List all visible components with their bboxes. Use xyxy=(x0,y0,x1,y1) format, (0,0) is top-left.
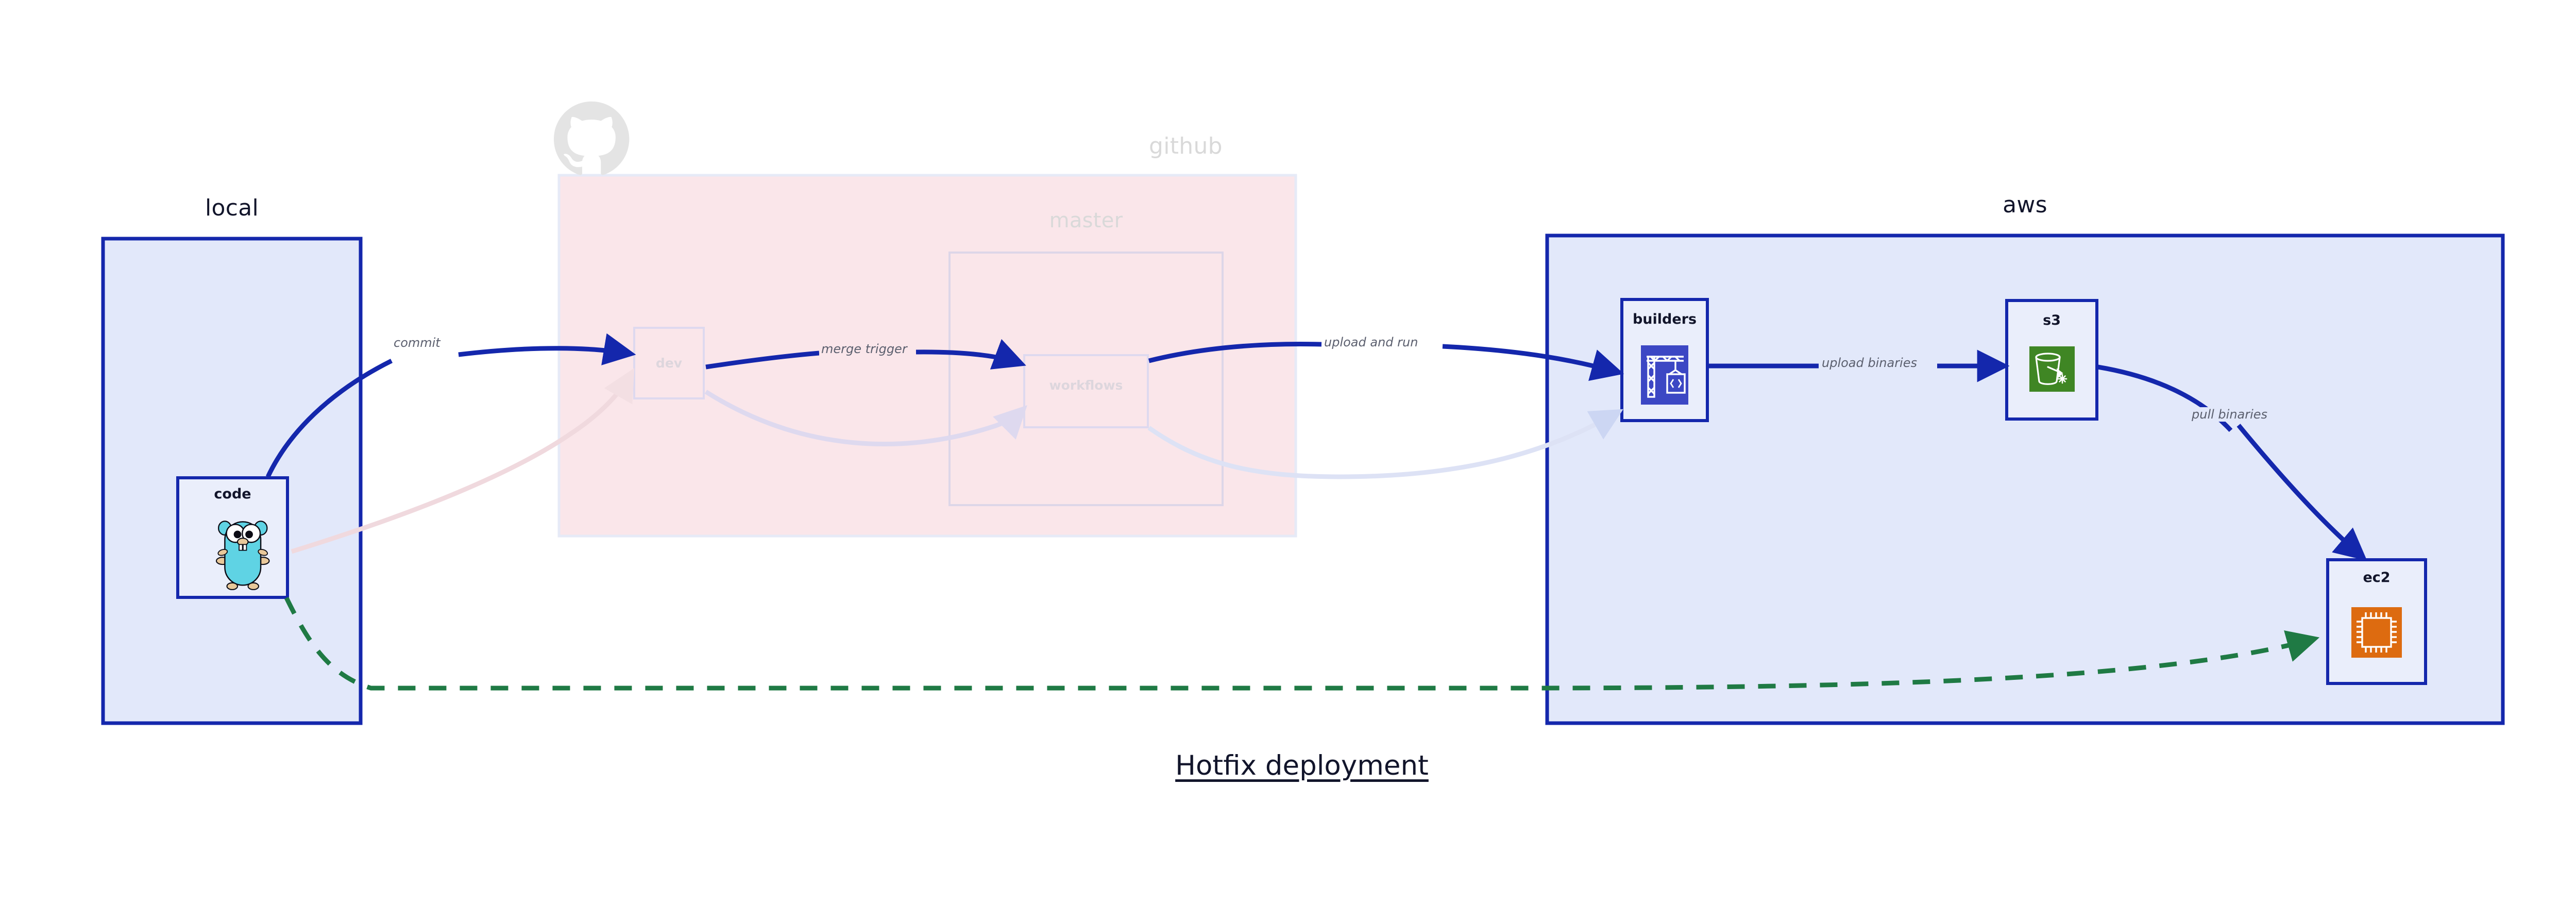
aws-ec2-cpu-icon xyxy=(2351,607,2402,658)
cluster-label-local: local xyxy=(205,195,259,221)
edge-upload-and-run-head xyxy=(1148,341,1322,363)
edge-ghost-code-dev xyxy=(291,368,635,554)
edge-ghost-workflows-builders xyxy=(1147,409,1623,479)
edge-upload-and-run-tail xyxy=(1442,344,1624,381)
edge-label-pull-binaries: pull binaries xyxy=(2190,407,2270,422)
node-box-workflows[interactable] xyxy=(1023,354,1149,428)
aws-builders-crane-icon xyxy=(1641,345,1688,405)
edge-commit-tail xyxy=(458,333,636,365)
edge-label-upload-binaries: upload binaries xyxy=(1820,356,1919,370)
cluster-label-github: github xyxy=(1149,133,1223,159)
aws-s3-bucket-icon xyxy=(2029,346,2075,392)
node-label-dev: dev xyxy=(655,356,683,371)
cluster-master xyxy=(948,252,1224,506)
node-label-builders: builders xyxy=(1632,311,1697,327)
github-octocat-icon xyxy=(554,101,630,175)
edge-pull-binaries-tail xyxy=(2236,424,2367,561)
go-gopher-icon xyxy=(215,521,270,590)
edge-merge-trigger-head xyxy=(705,350,820,370)
node-label-s3: s3 xyxy=(2043,312,2061,328)
edge-label-merge-trigger: merge trigger xyxy=(819,342,909,356)
node-label-code: code xyxy=(214,486,251,502)
diagram-title: Hotfix deployment xyxy=(1175,750,1429,781)
edge-label-upload-and-run: upload and run xyxy=(1322,335,1420,349)
edge-label-commit: commit xyxy=(392,336,443,350)
edge-commit xyxy=(265,358,393,478)
node-label-workflows: workflows xyxy=(1049,378,1123,393)
cluster-label-master: master xyxy=(1049,209,1123,232)
cluster-label-aws: aws xyxy=(2003,192,2047,218)
node-label-ec2: ec2 xyxy=(2363,570,2391,586)
edge-merge-trigger-tail xyxy=(916,339,1026,370)
edge-hotfix-direct xyxy=(284,597,2320,691)
edge-ghost-dev-workflows xyxy=(704,390,1027,447)
